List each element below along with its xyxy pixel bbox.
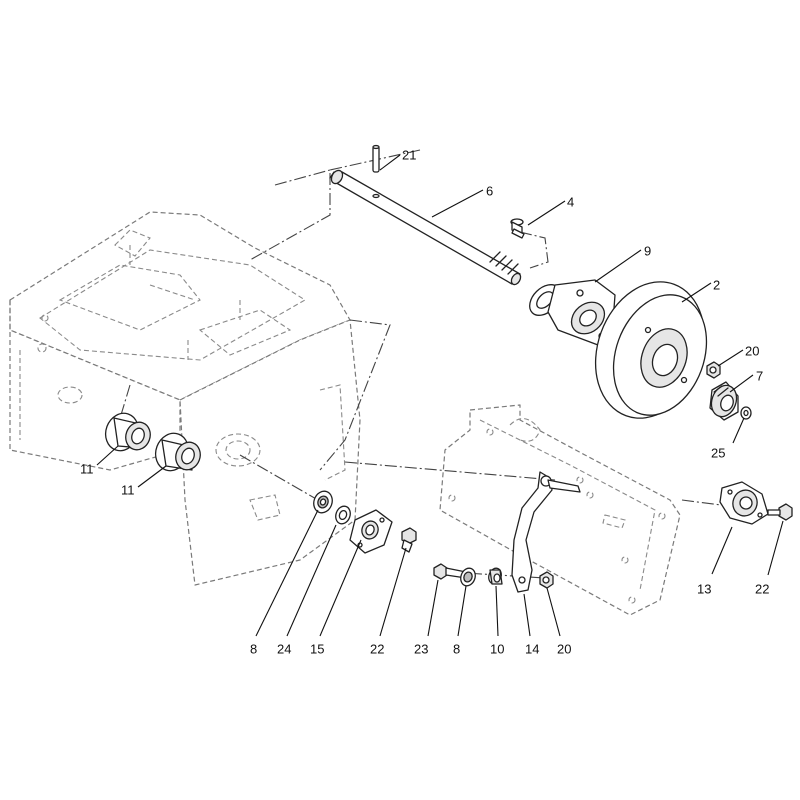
part-bearing-lower (460, 567, 476, 587)
callout-label: 11 (80, 461, 94, 476)
part-roll-pin (372, 144, 380, 173)
leader-line (681, 282, 712, 303)
callout-c11a: 11 (80, 445, 119, 476)
callout-label: 9 (644, 243, 651, 258)
leader-line (379, 154, 401, 171)
ghost-bracket-plate (439, 404, 681, 616)
part-spacer (488, 567, 503, 585)
callout-label: 8 (453, 641, 460, 656)
leader-line (717, 349, 744, 367)
leader-line (729, 374, 754, 393)
callout-c20b: 20 (546, 587, 571, 656)
leader-line (319, 539, 362, 637)
callout-label: 11 (121, 482, 135, 497)
part-bearing-flange (529, 279, 616, 346)
leader-line (96, 445, 119, 466)
callout-c20a: 20 (717, 343, 759, 367)
callout-label: 7 (756, 368, 763, 383)
leader-line (523, 593, 531, 637)
part-flange-bushing-right (154, 432, 201, 472)
callout-label: 8 (250, 641, 257, 656)
callout-label: 13 (697, 581, 711, 596)
part-nut-upper (706, 361, 721, 379)
part-hub (709, 381, 739, 421)
leader-line (286, 524, 337, 637)
part-carriage-bolt (510, 218, 525, 239)
callout-c6: 6 (431, 183, 493, 218)
callout-c25: 25 (711, 417, 745, 460)
leader-line (767, 520, 784, 576)
leader-line (255, 509, 319, 637)
callout-label: 15 (310, 641, 324, 656)
part-bearing-left (313, 490, 333, 514)
callout-c15: 15 (310, 539, 362, 656)
callout-label: 10 (490, 641, 504, 656)
part-idler-arm (511, 471, 581, 593)
callout-c8a: 8 (250, 509, 319, 656)
callout-label: 2 (713, 277, 720, 292)
callout-c13: 13 (697, 526, 733, 596)
leader-line (379, 547, 407, 637)
leader-line (137, 465, 167, 488)
callout-c10: 10 (490, 585, 504, 656)
callout-c23: 23 (414, 579, 439, 656)
part-washer-small (740, 406, 752, 420)
part-shaft (329, 169, 522, 286)
part-washer (335, 505, 351, 525)
callout-c9: 9 (594, 243, 651, 283)
part-bolt-right (767, 503, 793, 521)
callout-c4: 4 (527, 194, 574, 226)
callout-c11b: 11 (121, 465, 167, 497)
callout-c8b: 8 (453, 585, 467, 656)
callout-c7: 7 (729, 368, 763, 393)
callout-label: 6 (486, 183, 493, 198)
ghost-frame-housing (9, 211, 361, 586)
leader-line (495, 585, 499, 637)
part-drive-pulley (594, 281, 708, 419)
callout-label: 22 (370, 641, 384, 656)
part-nut-lower (539, 571, 554, 589)
leader-line (711, 526, 733, 575)
callout-layer: 21 6 4 9 2 20 7 25 11 11 13 22 8 24 15 22 23 8 10 14 20 (80, 147, 784, 656)
callout-c24: 24 (277, 524, 337, 656)
part-bolt-left (401, 527, 417, 553)
leader-line (732, 417, 745, 444)
part-retainer-plate (349, 509, 393, 554)
callout-c22a: 22 (755, 520, 784, 596)
callout-label: 23 (414, 641, 428, 656)
leader-line (527, 200, 566, 226)
callout-label: 14 (525, 641, 539, 656)
callout-label: 25 (711, 445, 725, 460)
callout-label: 24 (277, 641, 291, 656)
callout-label: 21 (402, 147, 416, 162)
callout-c21: 21 (379, 147, 416, 171)
callout-label: 20 (557, 641, 571, 656)
callout-label: 22 (755, 581, 769, 596)
leader-line (457, 585, 467, 637)
callout-c22b: 22 (370, 547, 407, 656)
leader-line (546, 587, 561, 637)
leader-line (427, 579, 439, 637)
callout-label: 4 (567, 194, 574, 209)
leader-line (594, 249, 642, 283)
leader-line (431, 189, 484, 218)
callout-c14: 14 (523, 593, 539, 656)
part-flange-bushing-left (104, 412, 151, 452)
callout-c2: 2 (681, 277, 720, 303)
callout-label: 20 (745, 343, 759, 358)
part-flange-bearing-right (719, 481, 769, 525)
